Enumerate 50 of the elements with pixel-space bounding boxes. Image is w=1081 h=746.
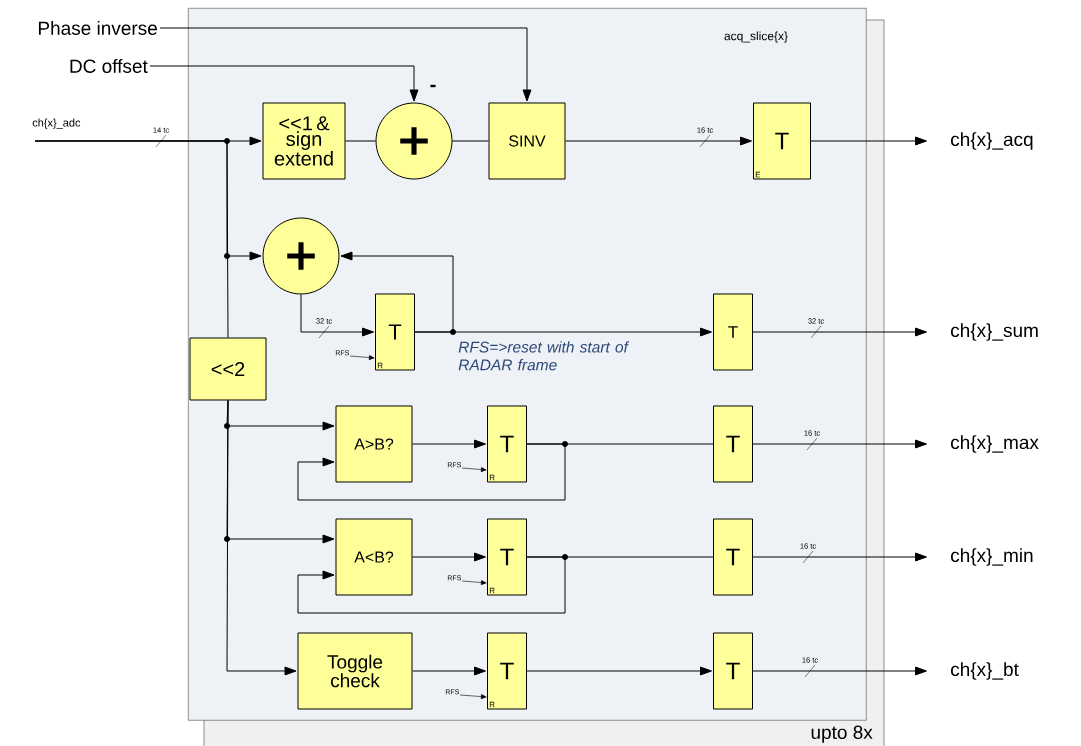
register-box: T xyxy=(713,518,753,596)
input-label: DC offset xyxy=(70,59,148,73)
register-box: T R xyxy=(487,405,527,483)
arrow xyxy=(349,355,375,360)
connector-line xyxy=(345,140,376,142)
arrow xyxy=(300,294,374,337)
arrow xyxy=(412,552,486,562)
register-box: T R xyxy=(487,632,527,710)
process-box: <<1 & sign extend xyxy=(262,102,346,180)
arrow xyxy=(461,580,487,585)
connector-line xyxy=(526,443,714,445)
arrow xyxy=(461,467,487,472)
input-label: ch{x}_adc xyxy=(32,118,81,129)
arrow xyxy=(459,694,487,699)
process-box: A<B? xyxy=(335,518,413,596)
caption-text: upto 8x xyxy=(811,725,873,743)
register-box: T E xyxy=(753,102,811,180)
process-box: Toggle check xyxy=(297,632,413,710)
arrow xyxy=(149,65,419,102)
arrow xyxy=(752,666,927,676)
output-label: ch{x}_acq xyxy=(951,132,1033,150)
process-box: <<2 xyxy=(189,337,267,401)
arrow xyxy=(752,327,927,337)
output-label: ch{x}_max xyxy=(951,435,1039,453)
output-label: ch{x}_sum xyxy=(951,323,1038,341)
connector-line xyxy=(526,556,714,558)
process-box: SINV xyxy=(488,102,566,180)
output-label: ch{x}_bt xyxy=(951,662,1019,680)
arrow xyxy=(226,400,297,676)
output-label: ch{x}_min xyxy=(951,548,1033,566)
input-label: Phase inverse xyxy=(38,21,157,35)
arrow xyxy=(810,136,927,146)
register-box: T R xyxy=(375,293,415,371)
arrow xyxy=(526,666,712,676)
arrow xyxy=(414,327,712,337)
arrow xyxy=(565,136,752,146)
register-box: T xyxy=(713,405,753,483)
connector-line xyxy=(452,140,489,142)
register-box: T xyxy=(713,632,753,710)
register-box: T R xyxy=(487,518,527,596)
arrow xyxy=(412,666,486,676)
process-box: A>B? xyxy=(335,405,413,483)
register-box: T xyxy=(713,293,753,371)
arrow xyxy=(412,439,486,449)
note-text: RFS=>reset with start of RADAR frame xyxy=(458,341,630,371)
arrow xyxy=(752,439,927,449)
connector-line xyxy=(34,140,229,338)
arrow xyxy=(159,27,532,102)
edge-label: - xyxy=(430,84,436,88)
arrow xyxy=(752,552,927,562)
